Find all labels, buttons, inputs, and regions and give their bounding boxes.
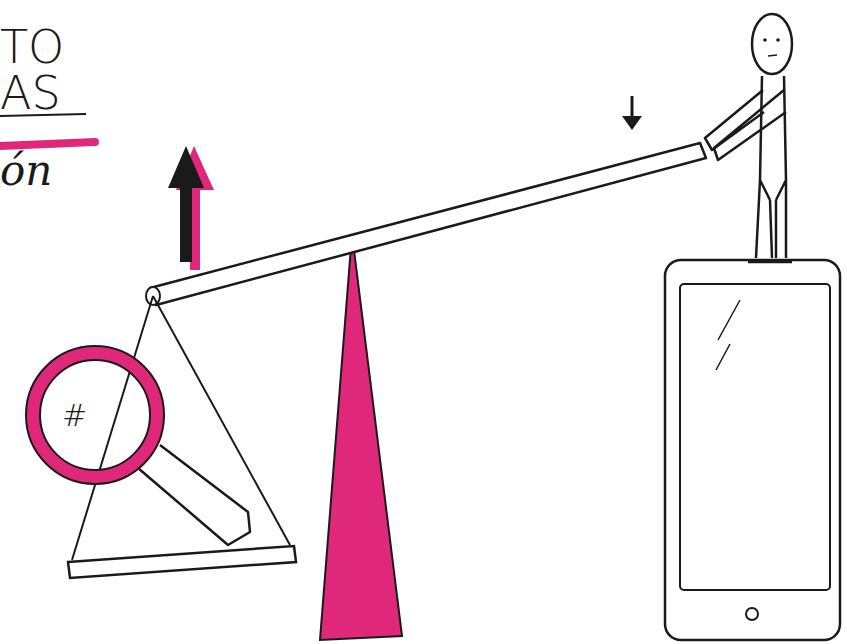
down-arrow-head xyxy=(622,116,642,130)
person-arms xyxy=(705,90,786,160)
person-feet xyxy=(748,261,792,264)
home-button xyxy=(746,608,758,620)
magnifier-ring xyxy=(33,353,157,477)
magnifier-outer xyxy=(26,346,164,484)
up-arrow xyxy=(168,146,204,262)
heading-fragment: TO xyxy=(0,24,64,70)
person-eye xyxy=(763,38,767,42)
person-mouth xyxy=(768,55,777,56)
hashtag-symbol: # xyxy=(62,401,87,431)
magnifier-inner xyxy=(40,360,150,470)
seesaw-beam xyxy=(150,143,706,305)
screen-glare xyxy=(716,300,740,370)
smartphone xyxy=(665,260,840,640)
fulcrum xyxy=(320,234,402,640)
person-eye xyxy=(776,38,780,42)
subtitle-fragment: ón xyxy=(0,150,52,192)
magnifier-handle xyxy=(138,445,250,545)
pan-strings xyxy=(72,296,290,560)
heading-fragment: AS xyxy=(0,70,61,116)
heading-underline xyxy=(0,142,95,146)
person-body xyxy=(756,76,786,258)
phone-screen xyxy=(680,284,830,590)
person-head xyxy=(752,14,792,74)
scale-pan xyxy=(68,546,296,578)
